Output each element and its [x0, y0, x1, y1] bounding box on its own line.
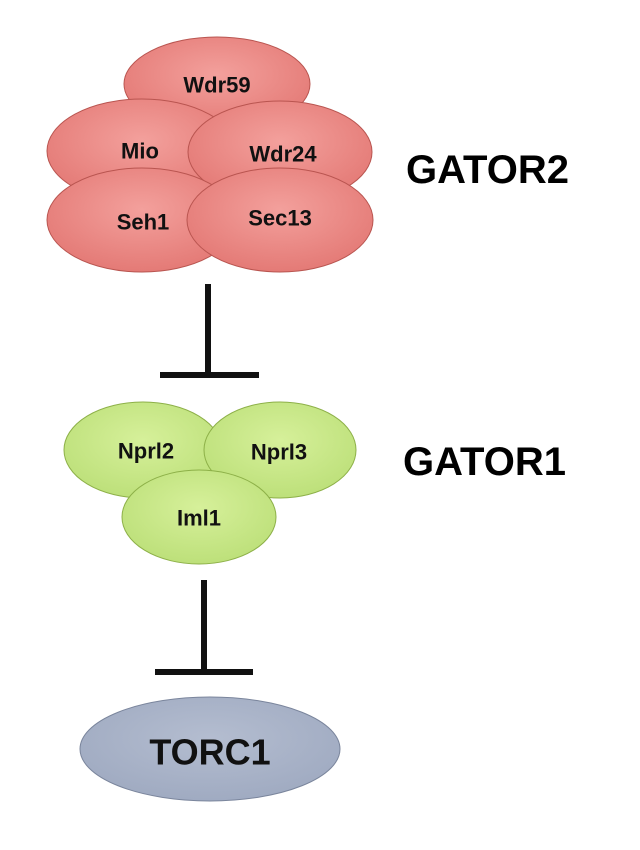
torc1-ellipse [79, 696, 341, 802]
subunit-label-nprl2: Nprl2 [118, 439, 174, 464]
subunit-label-nprl3: Nprl3 [251, 440, 307, 465]
gator2-label: GATOR2 [406, 148, 569, 192]
subunit-label-wdr59: Wdr59 [183, 73, 250, 98]
gator2-complex: Wdr59 Mio Wdr24 Seh1 Sec13 [46, 36, 374, 273]
inhibition-arrow-gator1-torc1 [155, 580, 253, 675]
subunit-nprl3 [203, 401, 357, 499]
subunit-label-sec13: Sec13 [248, 206, 312, 231]
subunit-sec13 [186, 167, 374, 273]
subunit-label-wdr24: Wdr24 [249, 142, 317, 167]
subunit-label-iml1: Iml1 [177, 506, 221, 531]
torc1-label: TORC1 [149, 732, 270, 773]
subunit-iml1 [121, 469, 277, 565]
inhibition-arrow-gator2-gator1 [160, 284, 259, 378]
gator1-label: GATOR1 [403, 440, 566, 484]
subunit-label-seh1: Seh1 [117, 210, 170, 235]
gator1-complex: Nprl2 Nprl3 Iml1 [63, 401, 357, 565]
torc1-complex: TORC1 [79, 696, 341, 802]
subunit-label-mio: Mio [121, 139, 159, 164]
